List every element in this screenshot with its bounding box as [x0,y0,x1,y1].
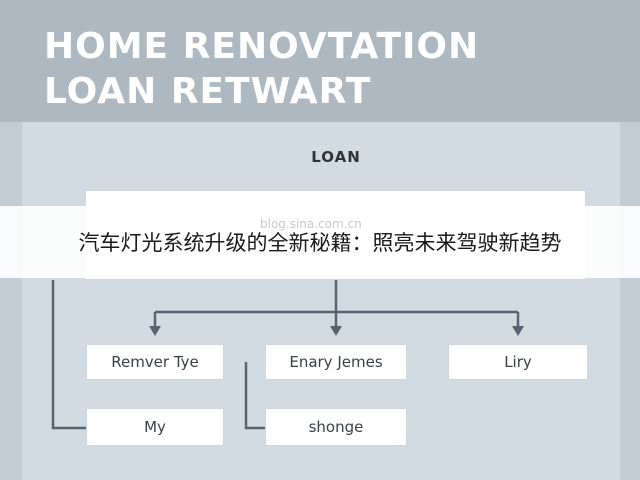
root-label: LOAN [311,148,361,166]
overlay-banner: 汽车灯光系统升级的全新秘籍：照亮未来驾驶新趋势 [0,206,640,278]
connector-my [51,280,86,430]
connector-shonge [244,362,265,430]
arrow-enary [330,326,342,336]
watermark: blog.sina.com.cn [260,217,362,231]
node-shonge: shonge [265,408,407,446]
title-line-2: LOAN RETWART [44,71,372,112]
header: HOME RENOVTATION LOAN RETWART [0,0,640,122]
node-my: My [86,408,224,446]
arrow-remver [149,326,161,336]
node-liry: Liry [448,344,588,380]
title-line-1: HOME RENOVTATION [44,26,480,67]
node-enary-jemes: Enary Jemes [265,344,407,380]
arrow-liry [512,326,524,336]
page-title: HOME RENOVTATION LOAN RETWART [44,24,479,114]
banner-text: 汽车灯光系统升级的全新秘籍：照亮未来驾驶新趋势 [78,231,562,255]
node-remver-tye: Remver Tye [86,344,224,380]
